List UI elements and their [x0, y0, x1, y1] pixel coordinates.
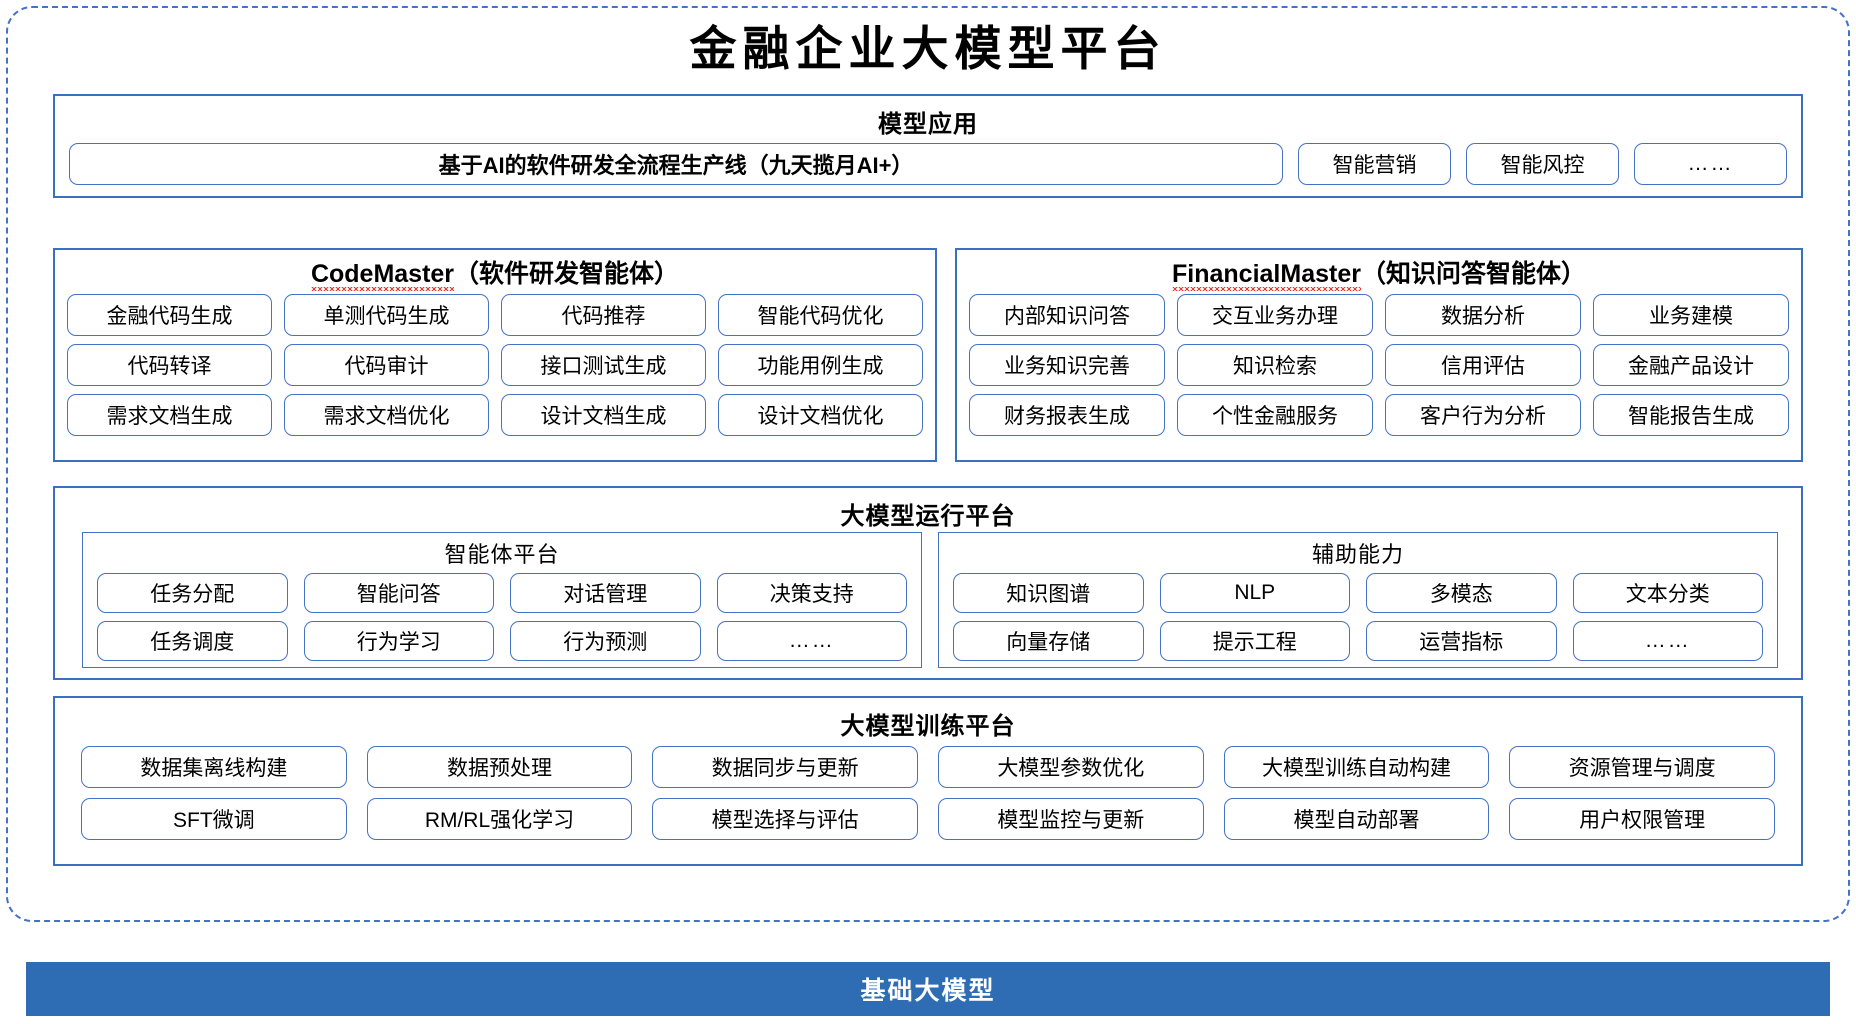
code-item-1[interactable]: 单测代码生成	[284, 294, 489, 336]
code-master-name: CodeMaster	[310, 260, 455, 291]
outer-dashed-frame	[6, 6, 1850, 922]
code-item-11[interactable]: 设计文档优化	[718, 394, 923, 436]
financial-master-name: FinancialMaster	[1172, 260, 1361, 291]
fin-item-2[interactable]: 数据分析	[1385, 294, 1581, 336]
agent-item-more[interactable]: ……	[716, 621, 907, 661]
code-item-3[interactable]: 智能代码优化	[718, 294, 923, 336]
base-model-bar: 基础大模型	[26, 962, 1830, 1016]
train-item-10[interactable]: 模型自动部署	[1223, 798, 1490, 840]
aux-item-5[interactable]: 提示工程	[1159, 621, 1350, 661]
agent-platform-item-grid: 任务分配 智能问答 对话管理 决策支持 任务调度 行为学习 行为预测 ……	[97, 573, 907, 661]
fin-item-0[interactable]: 内部知识问答	[969, 294, 1165, 336]
fin-item-5[interactable]: 知识检索	[1177, 344, 1373, 386]
financial-master-item-grid: 内部知识问答 交互业务办理 数据分析 业务建模 业务知识完善 知识检索 信用评估…	[969, 294, 1789, 436]
train-item-6[interactable]: SFT微调	[81, 798, 347, 840]
panel-code-master-title: CodeMaster（软件研发智能体）	[55, 254, 935, 291]
subpanel-auxiliary-title: 辅助能力	[1311, 542, 1404, 567]
app-item-smart-marketing[interactable]: 智能营销	[1298, 143, 1451, 185]
panel-runtime: 大模型运行平台 智能体平台 任务分配 智能问答 对话管理 决策支持 任务调度 行…	[53, 486, 1803, 680]
panel-training-title: 大模型训练平台	[840, 713, 1016, 740]
app-item-smart-risk-control[interactable]: 智能风控	[1466, 143, 1619, 185]
train-item-5[interactable]: 资源管理与调度	[1509, 746, 1775, 788]
aux-item-4[interactable]: 向量存储	[953, 621, 1144, 661]
code-item-7[interactable]: 功能用例生成	[718, 344, 923, 386]
panel-model-application: 模型应用 基于AI的软件研发全流程生产线（九天揽月AI+） 智能营销 智能风控 …	[53, 94, 1803, 198]
code-item-9[interactable]: 需求文档优化	[284, 394, 489, 436]
agent-item-0[interactable]: 任务分配	[97, 573, 288, 613]
fin-item-4[interactable]: 业务知识完善	[969, 344, 1165, 386]
train-item-8[interactable]: 模型选择与评估	[652, 798, 918, 840]
app-item-more[interactable]: ……	[1634, 143, 1787, 185]
subpanel-auxiliary: 辅助能力 知识图谱 NLP 多模态 文本分类 向量存储 提示工程 运营指标 ……	[938, 532, 1778, 668]
train-item-3[interactable]: 大模型参数优化	[937, 746, 1204, 788]
code-item-6[interactable]: 接口测试生成	[501, 344, 706, 386]
fin-item-1[interactable]: 交互业务办理	[1177, 294, 1373, 336]
panel-training: 大模型训练平台 数据集离线构建 数据预处理 数据同步与更新 大模型参数优化 大模…	[53, 696, 1803, 866]
aux-item-1[interactable]: NLP	[1159, 573, 1350, 613]
agent-item-6[interactable]: 行为预测	[510, 621, 701, 661]
code-master-item-grid: 金融代码生成 单测代码生成 代码推荐 智能代码优化 代码转译 代码审计 接口测试…	[67, 294, 923, 436]
agent-item-2[interactable]: 对话管理	[510, 573, 701, 613]
fin-item-8[interactable]: 财务报表生成	[969, 394, 1165, 436]
code-item-4[interactable]: 代码转译	[67, 344, 272, 386]
train-item-0[interactable]: 数据集离线构建	[81, 746, 347, 788]
code-item-0[interactable]: 金融代码生成	[67, 294, 272, 336]
fin-item-10[interactable]: 客户行为分析	[1385, 394, 1581, 436]
auxiliary-item-grid: 知识图谱 NLP 多模态 文本分类 向量存储 提示工程 运营指标 ……	[953, 573, 1763, 661]
code-item-8[interactable]: 需求文档生成	[67, 394, 272, 436]
train-item-4[interactable]: 大模型训练自动构建	[1223, 746, 1490, 788]
train-item-1[interactable]: 数据预处理	[366, 746, 633, 788]
subpanel-agent-platform: 智能体平台 任务分配 智能问答 对话管理 决策支持 任务调度 行为学习 行为预测…	[82, 532, 922, 668]
panel-financial-master: FinancialMaster（知识问答智能体） 内部知识问答 交互业务办理 数…	[955, 248, 1803, 462]
fin-item-3[interactable]: 业务建模	[1593, 294, 1789, 336]
aux-item-more[interactable]: ……	[1572, 621, 1763, 661]
train-item-11[interactable]: 用户权限管理	[1509, 798, 1775, 840]
fin-item-11[interactable]: 智能报告生成	[1593, 394, 1789, 436]
page-title: 金融企业大模型平台	[689, 24, 1167, 76]
train-item-2[interactable]: 数据同步与更新	[652, 746, 918, 788]
app-item-ai-pipeline[interactable]: 基于AI的软件研发全流程生产线（九天揽月AI+）	[69, 143, 1283, 185]
fin-item-7[interactable]: 金融产品设计	[1593, 344, 1789, 386]
aux-item-0[interactable]: 知识图谱	[953, 573, 1144, 613]
train-item-7[interactable]: RM/RL强化学习	[366, 798, 633, 840]
aux-item-2[interactable]: 多模态	[1366, 573, 1557, 613]
code-master-suffix: （软件研发智能体）	[454, 260, 680, 288]
code-item-10[interactable]: 设计文档生成	[501, 394, 706, 436]
code-item-5[interactable]: 代码审计	[284, 344, 489, 386]
panel-runtime-title: 大模型运行平台	[840, 503, 1016, 530]
train-item-9[interactable]: 模型监控与更新	[937, 798, 1204, 840]
model-application-item-row: 基于AI的软件研发全流程生产线（九天揽月AI+） 智能营销 智能风控 ……	[69, 143, 1787, 185]
fin-item-6[interactable]: 信用评估	[1385, 344, 1581, 386]
agent-item-4[interactable]: 任务调度	[97, 621, 288, 661]
aux-item-6[interactable]: 运营指标	[1366, 621, 1557, 661]
base-model-label: 基础大模型	[860, 977, 996, 1005]
agent-item-5[interactable]: 行为学习	[303, 621, 494, 661]
subpanel-agent-platform-title: 智能体平台	[444, 542, 560, 567]
training-item-grid: 数据集离线构建 数据预处理 数据同步与更新 大模型参数优化 大模型训练自动构建 …	[81, 746, 1775, 840]
panel-model-application-title: 模型应用	[878, 111, 978, 138]
panel-code-master: CodeMaster（软件研发智能体） 金融代码生成 单测代码生成 代码推荐 智…	[53, 248, 937, 462]
panel-financial-master-title: FinancialMaster（知识问答智能体）	[957, 254, 1801, 291]
code-item-2[interactable]: 代码推荐	[501, 294, 706, 336]
agent-item-3[interactable]: 决策支持	[716, 573, 907, 613]
agent-item-1[interactable]: 智能问答	[303, 573, 494, 613]
aux-item-3[interactable]: 文本分类	[1572, 573, 1763, 613]
financial-master-suffix: （知识问答智能体）	[1360, 260, 1586, 288]
fin-item-9[interactable]: 个性金融服务	[1177, 394, 1373, 436]
